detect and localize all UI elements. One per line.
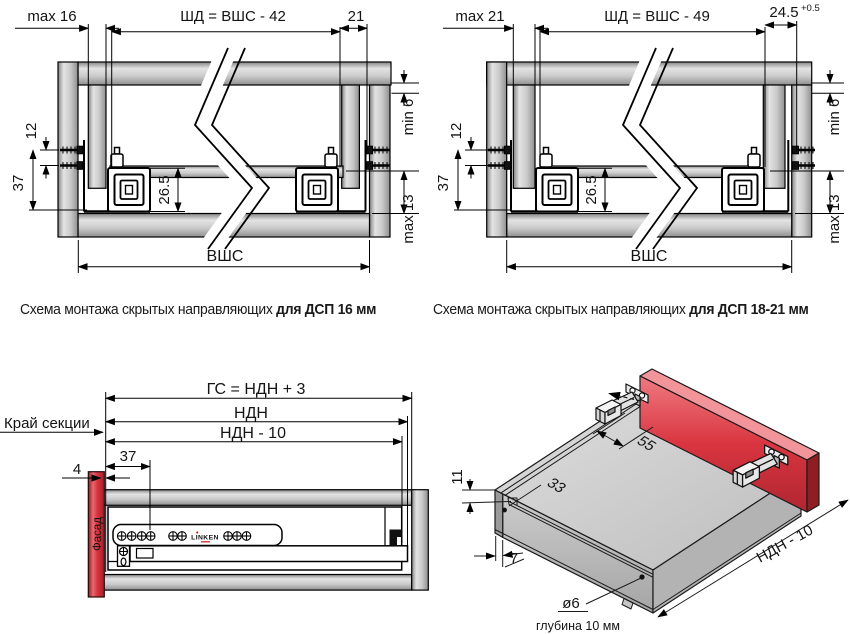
dim-right-offset: 24.5 [769,4,798,21]
break-line [183,44,271,255]
dim-bottom-clearance: max 13 [826,194,843,243]
caption-18-21mm-bold: для ДСП 18-21 мм [689,301,809,318]
dim-hole-depth: глубина 10 мм [536,619,620,633]
cabinet-side-right [368,84,391,238]
cabinet-back-edge [411,489,429,591]
caption-16mm: Схема монтажа скрытых направляющих для Д… [20,301,376,318]
dim-top-clearance: min 6 [400,99,417,136]
front-hole-dot [639,574,645,580]
brand-logo: LINKEN [191,531,219,543]
side-view: LINKEN Фасад ГС = НДН + 3 НДН НДН - 10 [0,381,429,598]
facade-panel [87,471,105,598]
dim-hole-edge-offset: 7 [510,550,518,567]
dimensions-iso [461,412,849,618]
drawer-side-right [341,84,361,189]
clip-left [539,146,553,168]
dim-section-depth: ГС = НДН + 3 [207,381,306,398]
dim-inner-width: ВШС [207,248,244,265]
break-line [611,44,699,255]
cross-section-18-21mm: max 21 ШД = ВШС - 49 24.5 +0.5 12 37 26.… [435,3,844,273]
dimensions-18-21mm [443,21,844,273]
dim-runner-drop: 37 [435,175,452,192]
caption-16mm-bold: для ДСП 16 мм [276,301,377,318]
dim-rail-length-minus: НДН - 10 [220,425,286,442]
dim-first-hole: 37 [120,448,137,465]
dimensions-side-view [0,392,413,572]
euro-screws-right [792,145,815,170]
dim-drawer-width: ШД = ВШС - 49 [604,8,710,25]
runner-right [295,140,367,213]
isometric-view: 55 33 11 7 НДН - 10 ø6 глубина 10 мм [449,368,849,633]
dim-facade-gap: 4 [73,461,81,478]
clip-right [747,146,761,168]
dim-runner-height: 26.5 [583,175,600,204]
rail-rear-hook [389,529,402,546]
side-hole-dot [502,507,507,513]
dim-right-offset: 21 [348,8,365,25]
svg-text:LINKEN: LINKEN [191,535,219,542]
dim-right-offset-tolerance: +0.5 [801,3,820,14]
release-direction-arrow [608,391,642,402]
dim-bottom-clearance: max 13 [400,194,417,243]
dim-screw-pitch: 12 [448,123,465,140]
dim-hole-diameter: ø6 [562,595,580,612]
dim-runner-drop: 37 [10,175,27,192]
dim-runner-height: 26.5 [156,175,173,204]
drawer-side-left [512,84,536,189]
euro-screws-right [366,145,390,170]
cabinet-top-edge [102,489,413,506]
caption-18-21mm: Схема монтажа скрытых направляющих для Д… [433,301,809,318]
euro-screws-left [60,145,84,170]
dim-drawer-width: ШД = ВШС - 42 [180,8,286,25]
dim-rail-length: НДН [234,405,268,422]
dimensions-16mm [15,24,419,273]
drawer-side-left [87,84,107,189]
caption-16mm-text: Схема монтажа скрытых направляющих [20,301,277,318]
runner-left [510,140,579,213]
clip-left [110,146,124,168]
concealed-rail: LINKEN [108,507,409,567]
drawer-side-right [762,84,786,189]
dim-top-clearance: min 6 [826,99,843,136]
cross-section-16mm: max 16 ШД = ВШС - 42 21 12 37 26.5 min 6… [10,8,419,273]
caption-18-21mm-text: Схема монтажа скрытых направляющих [433,301,690,318]
facade-panel-iso [639,368,820,513]
euro-screws-left [488,145,511,170]
cabinet-bottom-edge [102,573,413,591]
section-edge-label: Край секции [4,415,90,432]
dim-board-thickness: max 21 [455,8,504,25]
dim-edge-height: 11 [449,469,466,485]
runner-right [721,140,790,213]
clip-right [324,146,338,168]
dim-inner-width: ВШС [631,248,668,265]
rail-screw-holes [116,531,252,541]
dim-board-thickness: max 16 [27,8,76,25]
facade-label: Фасад [92,517,104,551]
cabinet-side-right [791,84,813,238]
dim-screw-pitch: 12 [23,123,40,140]
runner-left [83,140,151,213]
